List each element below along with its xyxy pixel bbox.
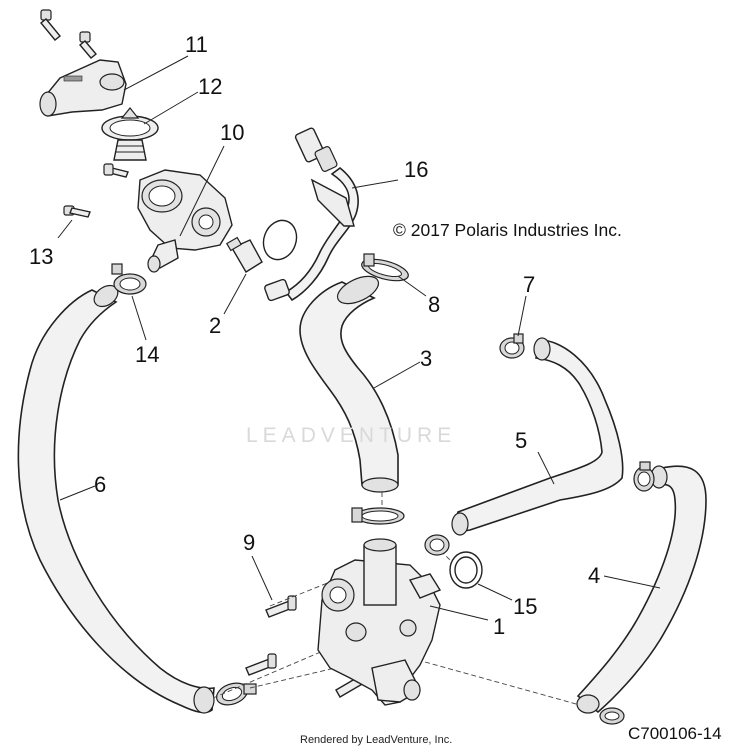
callout-15[interactable]: 15 — [513, 594, 538, 619]
bolt-9[interactable] — [265, 595, 297, 618]
callout-7[interactable]: 7 — [523, 272, 536, 297]
wire-harness-16[interactable] — [264, 127, 359, 302]
thermostat-housing-10[interactable] — [137, 169, 233, 273]
clamp-7[interactable] — [499, 333, 525, 359]
o-ring-sensor[interactable] — [258, 216, 302, 265]
callout-9[interactable]: 9 — [243, 530, 256, 555]
callout-16[interactable]: 16 — [404, 157, 429, 182]
clamp-hose-4-top[interactable] — [633, 461, 655, 492]
thermostat-12[interactable] — [101, 107, 159, 161]
callout-6[interactable]: 6 — [94, 472, 107, 497]
callout-1[interactable]: 1 — [493, 614, 506, 639]
copyright-notice: © 2017 Polaris Industries Inc. — [393, 220, 622, 240]
clamp-14[interactable] — [111, 263, 147, 295]
callout-3[interactable]: 3 — [420, 346, 433, 371]
hose-4[interactable] — [576, 465, 707, 714]
callout-4[interactable]: 4 — [588, 563, 601, 588]
clamp-8[interactable] — [359, 253, 410, 285]
thermostat-cover-11[interactable] — [39, 59, 127, 117]
callout-12[interactable]: 12 — [198, 74, 223, 99]
callout-2[interactable]: 2 — [209, 313, 222, 338]
callout-11[interactable]: 11 — [185, 32, 208, 57]
callout-8[interactable]: 8 — [428, 292, 441, 317]
water-pump-1[interactable] — [317, 538, 442, 706]
hose-6[interactable] — [17, 281, 215, 714]
clamp-pump-top[interactable] — [351, 507, 405, 525]
clamp-lower-left[interactable] — [214, 679, 257, 709]
bolt-13[interactable] — [63, 205, 91, 218]
clamp-pump-right[interactable] — [424, 534, 450, 556]
temperature-sensor-2[interactable] — [225, 236, 263, 273]
watermark: LEADVENTURE — [246, 424, 457, 447]
o-ring-15[interactable] — [449, 551, 483, 589]
bolt-top-right[interactable] — [79, 31, 97, 59]
callout-10[interactable]: 10 — [220, 120, 245, 145]
bolt-top-left[interactable] — [40, 9, 61, 41]
clamp-hose-4-bottom[interactable] — [599, 707, 625, 725]
rendered-by-credit: Rendered by LeadVenture, Inc. — [300, 734, 453, 746]
hose-5[interactable] — [451, 337, 624, 536]
callout-5[interactable]: 5 — [515, 428, 528, 453]
callout-14[interactable]: 14 — [135, 342, 160, 367]
callout-13[interactable]: 13 — [29, 244, 54, 269]
drawing-number: C700106-14 — [628, 724, 722, 743]
hose-3[interactable] — [299, 271, 399, 493]
bolt-thermostat[interactable] — [103, 163, 129, 178]
